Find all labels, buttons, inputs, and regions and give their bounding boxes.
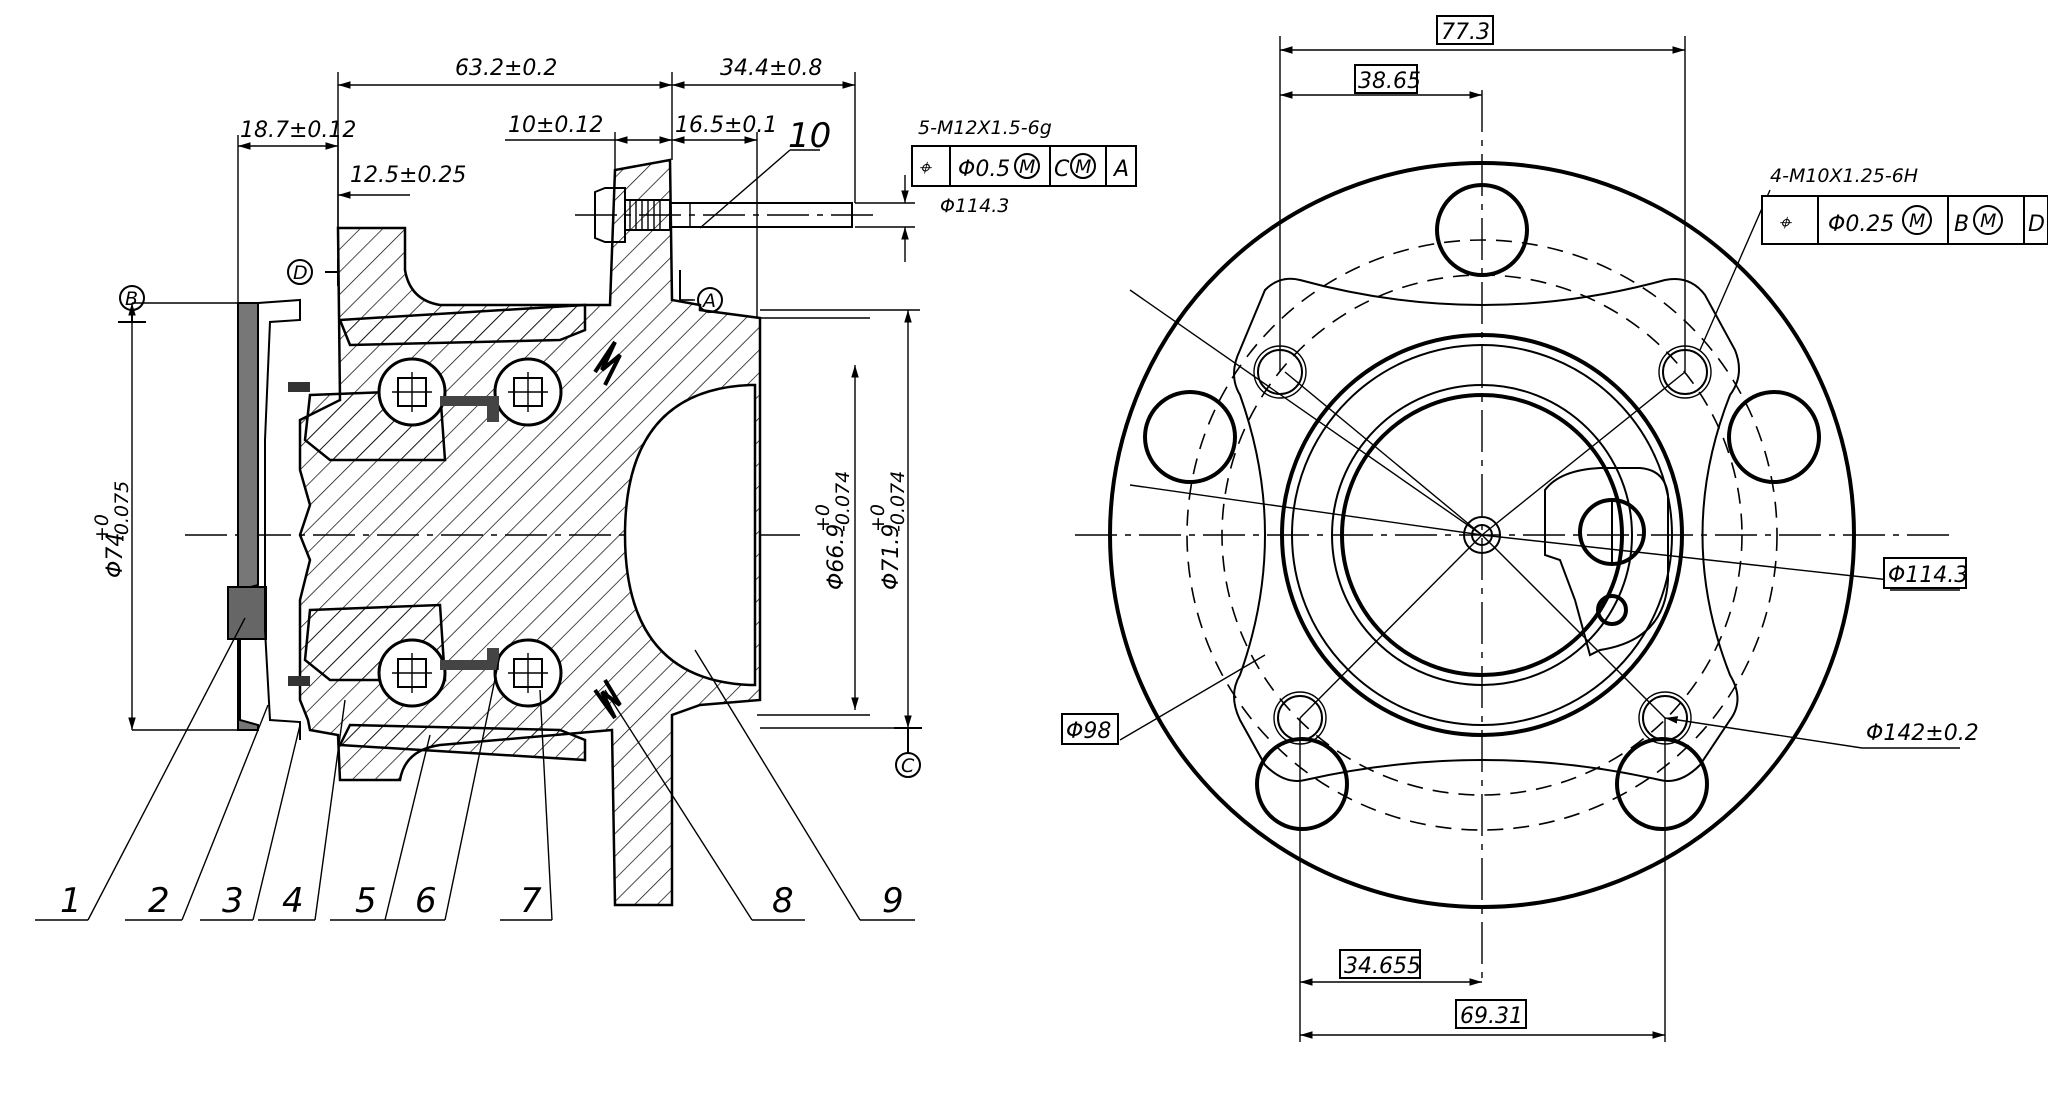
seal-inner-bot <box>288 676 310 686</box>
fcf-front: ⌖ Φ0.25 M B M D <box>1761 195 2048 245</box>
part-leaders <box>35 617 915 921</box>
hub-ring-4 <box>1340 393 1624 677</box>
hub-ring-2 <box>1291 344 1673 726</box>
front-view: 77.3 38.65 34.655 69.31 Φ114.3 Φ98 Φ142±… <box>1061 15 2048 1042</box>
hub-body <box>298 158 762 907</box>
datum-a: A <box>701 290 716 312</box>
fcf-front-symbol: ⌖ <box>1778 211 1792 236</box>
part-label-5: 5 <box>355 881 377 921</box>
thread-callout-front: 4-M10X1.25-6H <box>1770 165 1918 187</box>
dim-phi74-tol-up: +0 <box>91 514 113 542</box>
dim-phi142: Φ142±0.2 <box>1866 721 1979 746</box>
center-hole-inner <box>1471 524 1493 546</box>
datum-d: D <box>293 262 308 284</box>
seal-lip <box>257 298 301 740</box>
dim-phi74: Φ74 <box>103 533 128 578</box>
center-hole-outer <box>1463 516 1501 554</box>
seal-inner-top <box>288 382 310 392</box>
dim-phi66-tol-up: +0 <box>812 504 834 532</box>
fcf-side: ⌖ Φ0.5 M C M A <box>911 145 1137 187</box>
outer-seal-top <box>593 340 622 386</box>
lug-hole-right <box>1727 390 1821 484</box>
outer-ring-top <box>338 303 587 347</box>
fcf-side-ref: C <box>1054 157 1070 182</box>
lug-hole-bottom-right <box>1615 737 1709 831</box>
part-label-7: 7 <box>520 881 542 921</box>
part-label-10: 10 <box>788 116 831 156</box>
dim-63-2: 63.2±0.2 <box>455 56 557 81</box>
fcf-front-ref: B <box>1954 212 1969 237</box>
dim-34-4: 34.4±0.8 <box>720 56 822 81</box>
seal-cap <box>237 302 259 731</box>
wheel-stud <box>575 187 880 243</box>
lug-hole-top <box>1435 183 1529 277</box>
bearing-balls-bottom <box>377 638 563 708</box>
dim-69-31: 69.31 <box>1460 1004 1523 1029</box>
dim-10: 10±0.12 <box>508 113 603 138</box>
dim-16-5: 16.5±0.1 <box>675 113 777 138</box>
fcf-side-tol: Φ0.5 <box>958 157 1010 182</box>
fcf-side-datum: A <box>1112 157 1129 182</box>
dim-phi71-tol-up: +0 <box>867 504 889 532</box>
hub-bore <box>623 383 757 687</box>
radial-lines <box>1129 289 1891 719</box>
dim-phi114-side: Φ114.3 <box>940 195 1009 217</box>
flange-star-outline <box>1233 277 1740 782</box>
dim-77-3: 77.3 <box>1441 20 1490 45</box>
dim-phi66: Φ66.9 <box>824 524 849 590</box>
fcf-front-mod: M <box>1909 210 1925 232</box>
datum-c: C <box>901 755 915 777</box>
fcf-front-datum: D <box>2028 212 2045 237</box>
side-section-view: 63.2±0.2 34.4±0.8 18.7±0.12 12.5±0.25 10… <box>35 56 1137 921</box>
bearing-balls-top <box>377 357 563 427</box>
sensor-boss <box>1544 467 1669 657</box>
dim-phi71: Φ71.9 <box>879 524 904 590</box>
hub-outer-ring <box>1280 333 1684 737</box>
dim-12-5: 12.5±0.25 <box>350 163 466 188</box>
outer-ring-bottom <box>338 723 587 762</box>
bolt-circle-142 <box>1186 239 1778 831</box>
dim-34-655: 34.655 <box>1344 954 1421 979</box>
dim-38-65: 38.65 <box>1358 69 1421 94</box>
dim-phi114-front: Φ114.3 <box>1888 563 1968 588</box>
dim-phi98: Φ98 <box>1066 719 1111 744</box>
lug-hole-bottom-left <box>1255 737 1349 831</box>
fcf-front-ref-mod: M <box>1980 210 1996 232</box>
lug-hole-left <box>1143 390 1237 484</box>
part-label-8: 8 <box>772 881 794 921</box>
fcf-side-mod: M <box>1019 156 1035 178</box>
fcf-side-ref-mod: M <box>1075 156 1091 178</box>
thread-callout-side: 5-M12X1.5-6g <box>918 117 1052 139</box>
part-label-3: 3 <box>222 881 244 921</box>
hub-ring-3 <box>1331 384 1633 686</box>
fcf-side-symbol: ⌖ <box>918 156 932 181</box>
dim-phi71-tol-lo: -0.074 <box>887 471 909 532</box>
dim-phi74-tol-lo: -0.075 <box>111 481 133 542</box>
cage <box>440 396 499 670</box>
outer-seal-bottom <box>593 678 622 720</box>
part-label-9: 9 <box>882 881 904 921</box>
flange-outer-circle <box>1108 161 1856 909</box>
dim-phi66-tol-lo: -0.074 <box>832 471 854 532</box>
sensor-small-hole <box>1596 594 1628 626</box>
part-label-6: 6 <box>415 881 437 921</box>
sensor-ring <box>227 586 267 640</box>
fcf-front-tol: Φ0.25 <box>1828 212 1894 237</box>
part-label-2: 2 <box>148 881 170 921</box>
dim-18-7: 18.7±0.12 <box>240 118 356 143</box>
part-label-4: 4 <box>282 881 304 921</box>
part-label-1: 1 <box>60 881 82 921</box>
